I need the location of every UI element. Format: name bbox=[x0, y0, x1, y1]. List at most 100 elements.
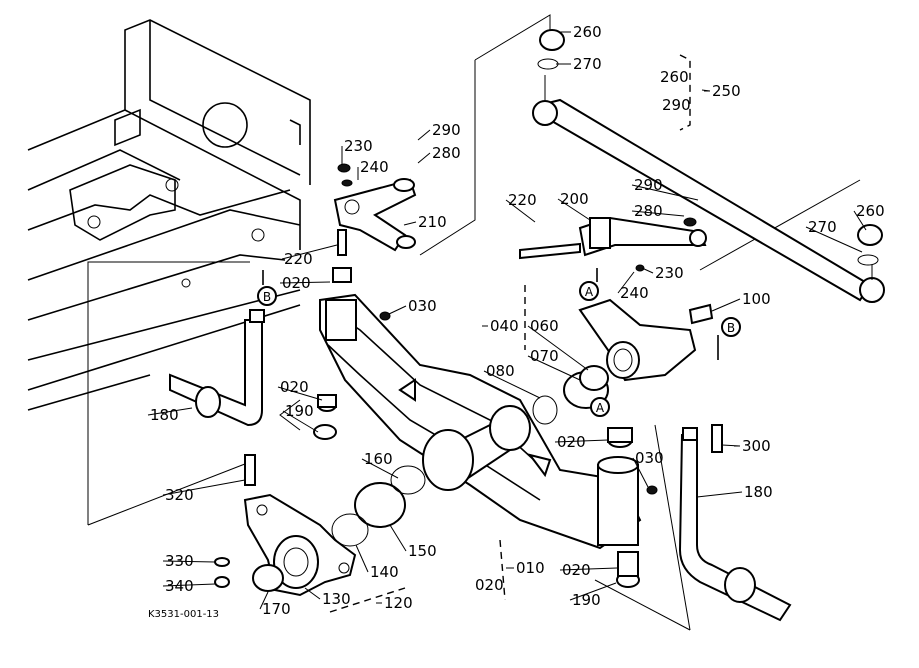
callout-280: 280 bbox=[634, 202, 663, 220]
callout-leader bbox=[281, 244, 338, 260]
callout-200: 200 bbox=[560, 190, 589, 208]
axle-pipes bbox=[169, 309, 792, 622]
callout-leader bbox=[696, 491, 743, 498]
bushings-and-seals bbox=[313, 267, 640, 588]
marker-b: B bbox=[263, 290, 271, 304]
callout-130: 130 bbox=[322, 590, 351, 608]
callout-leader bbox=[162, 479, 246, 496]
callout-leader bbox=[259, 591, 269, 610]
callout-140: 140 bbox=[370, 563, 399, 581]
leader-lines bbox=[87, 14, 861, 631]
callout-leader bbox=[483, 370, 541, 399]
callout-230: 230 bbox=[344, 137, 373, 155]
callout-120: 120 bbox=[384, 594, 413, 612]
callout-340: 340 bbox=[165, 577, 194, 595]
callout-leader bbox=[417, 129, 431, 141]
callout-leader bbox=[355, 544, 369, 573]
callout-leader bbox=[711, 298, 741, 312]
knuckle-arm-right bbox=[519, 216, 707, 272]
callout-leader bbox=[631, 184, 699, 201]
callout-280: 280 bbox=[432, 144, 461, 162]
callout-leader bbox=[641, 267, 654, 274]
axle-support-bracket bbox=[578, 298, 723, 453]
callout-leader bbox=[569, 582, 617, 601]
callout-leader bbox=[361, 458, 399, 479]
callout-300: 300 bbox=[742, 437, 771, 455]
callout-leader bbox=[304, 587, 321, 600]
callout-290: 290 bbox=[432, 121, 461, 139]
callout-labels: 260 270 260 250 290 230 290 240 280 210 220 200 290 2… bbox=[147, 23, 885, 618]
callout-260: 260 bbox=[856, 202, 885, 220]
callout-060: 060 bbox=[530, 317, 559, 335]
callout-leader bbox=[631, 210, 685, 217]
callout-080: 080 bbox=[486, 362, 515, 380]
callout-220: 220 bbox=[508, 191, 537, 209]
callout-290: 290 bbox=[634, 176, 663, 194]
front-axle-housing bbox=[319, 293, 642, 550]
callout-leader bbox=[527, 355, 581, 381]
tractor-frame bbox=[27, 19, 311, 411]
callout-260: 260 bbox=[573, 23, 602, 41]
callout-250: 250 bbox=[712, 82, 741, 100]
marker-labels: A A B B bbox=[263, 285, 735, 415]
callout-leader bbox=[554, 439, 609, 443]
callout-070: 070 bbox=[530, 347, 559, 365]
callout-030: 030 bbox=[408, 297, 437, 315]
grease-fittings bbox=[379, 311, 658, 495]
callout-220: 220 bbox=[284, 250, 313, 268]
callout-150: 150 bbox=[408, 542, 437, 560]
callout-180: 180 bbox=[150, 406, 179, 424]
callout-020: 020 bbox=[280, 378, 309, 396]
callout-leader bbox=[388, 305, 407, 315]
callout-020: 020 bbox=[282, 274, 311, 292]
callout-190: 190 bbox=[572, 591, 601, 609]
callout-270: 270 bbox=[573, 55, 602, 73]
callout-320: 320 bbox=[165, 486, 194, 504]
callout-leader bbox=[389, 524, 407, 552]
callout-030: 030 bbox=[635, 449, 664, 467]
callout-040: 040 bbox=[490, 317, 519, 335]
callout-330: 330 bbox=[165, 552, 194, 570]
callout-leader bbox=[505, 199, 536, 223]
callout-180: 180 bbox=[744, 483, 773, 501]
callout-270: 270 bbox=[808, 218, 837, 236]
callout-160: 160 bbox=[364, 450, 393, 468]
callout-leader bbox=[282, 410, 319, 433]
callout-leader bbox=[417, 152, 431, 164]
callout-leader bbox=[162, 560, 216, 563]
marker-b: B bbox=[727, 321, 735, 335]
drawing-ref-code: K3531-001-13 bbox=[148, 609, 219, 620]
callout-leader bbox=[403, 221, 417, 226]
callout-020: 020 bbox=[475, 576, 504, 594]
marker-a: A bbox=[585, 285, 594, 299]
rear-axle-support bbox=[214, 454, 357, 597]
callout-leader bbox=[162, 583, 216, 587]
callout-leader bbox=[279, 281, 331, 284]
callout-leader bbox=[617, 271, 635, 294]
callout-leader bbox=[559, 567, 618, 571]
callout-leader bbox=[853, 210, 867, 231]
callout-010: 010 bbox=[516, 559, 545, 577]
callout-230: 230 bbox=[655, 264, 684, 282]
callout-170: 170 bbox=[262, 600, 291, 618]
callout-190: 190 bbox=[285, 402, 314, 420]
callout-100: 100 bbox=[742, 290, 771, 308]
callout-leader bbox=[527, 325, 589, 371]
drag-link-assembly bbox=[532, 29, 885, 303]
callout-290: 290 bbox=[662, 96, 691, 114]
callout-leader bbox=[147, 407, 193, 416]
callout-240: 240 bbox=[360, 158, 389, 176]
callout-260: 260 bbox=[660, 68, 689, 86]
callout-leader bbox=[277, 386, 323, 401]
callout-leader bbox=[805, 226, 863, 253]
marker-a: A bbox=[596, 401, 605, 415]
callout-020: 020 bbox=[562, 561, 591, 579]
callout-leader bbox=[557, 198, 591, 221]
callout-240: 240 bbox=[620, 284, 649, 302]
callout-leader bbox=[632, 457, 649, 488]
callout-020: 020 bbox=[557, 433, 586, 451]
knuckle-arm-left bbox=[333, 163, 417, 256]
callout-210: 210 bbox=[418, 213, 447, 231]
reference-markers bbox=[257, 268, 741, 417]
